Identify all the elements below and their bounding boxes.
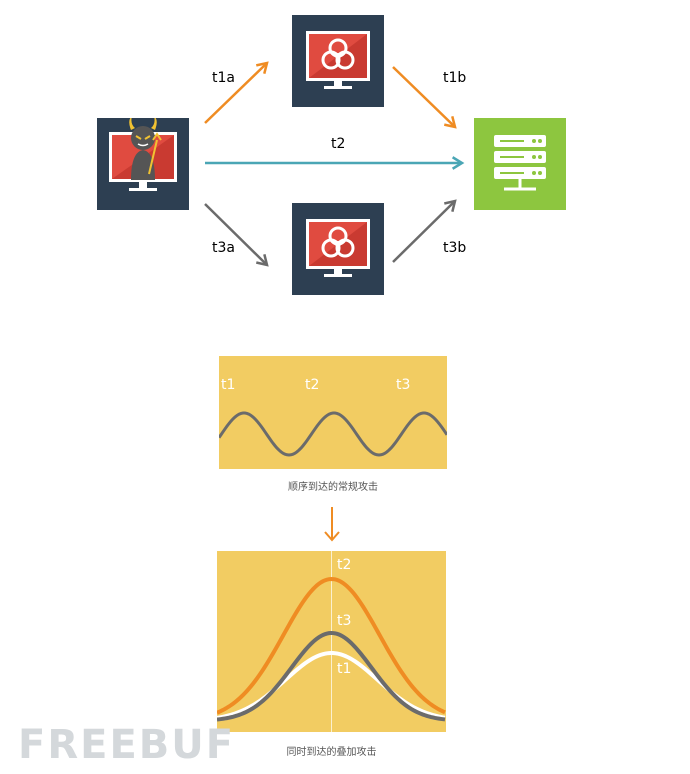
sequential-caption: 顺序到达的常规攻击	[288, 482, 378, 493]
infected-monitor-bottom	[292, 203, 384, 295]
infected-monitor-top	[292, 15, 384, 107]
edge-label-t1a: t1a	[212, 70, 235, 86]
watermark-logo: FREEBUF	[18, 722, 236, 768]
superposition-curves	[217, 551, 446, 732]
arrow-t3a	[204, 203, 268, 266]
arrowhead-t3b	[444, 199, 457, 212]
edge-label-t3b: t3b	[443, 240, 467, 256]
arrow-t3b	[392, 200, 456, 263]
attack-arrows	[204, 61, 465, 267]
superposition-caption: 同时到达的叠加攻击	[286, 747, 377, 758]
curve-label-t2: t2	[337, 557, 352, 573]
attacker-devil-icon	[109, 116, 177, 191]
arrowhead-t1b	[443, 116, 457, 129]
sequential-wave-panel: t1 t2 t3	[219, 356, 447, 469]
arrowhead-t1a	[255, 61, 269, 74]
arrowhead-t2	[451, 156, 465, 170]
arrowhead-t3a	[256, 254, 269, 267]
wave-label-t3: t3	[396, 377, 411, 393]
arrow-t1a	[204, 62, 268, 124]
edge-label-t2: t2	[331, 136, 346, 152]
server-rack-icon	[494, 135, 546, 191]
biohazard-screen-icon	[306, 31, 370, 89]
sequential-wave	[219, 411, 447, 457]
superposition-panel: t2 t3 t1	[217, 551, 446, 732]
arrow-t1b	[392, 66, 456, 128]
attacker-monitor	[97, 116, 189, 210]
wave-label-t2: t2	[305, 377, 320, 393]
down-arrow-icon	[324, 507, 340, 542]
biohazard-screen-icon	[306, 219, 370, 277]
curve-label-t1: t1	[337, 661, 352, 677]
edge-label-t1b: t1b	[443, 70, 467, 86]
wave-label-t1: t1	[221, 377, 236, 393]
curve-label-t3: t3	[337, 613, 352, 629]
target-server	[474, 118, 566, 210]
edge-label-t3a: t3a	[212, 240, 235, 256]
